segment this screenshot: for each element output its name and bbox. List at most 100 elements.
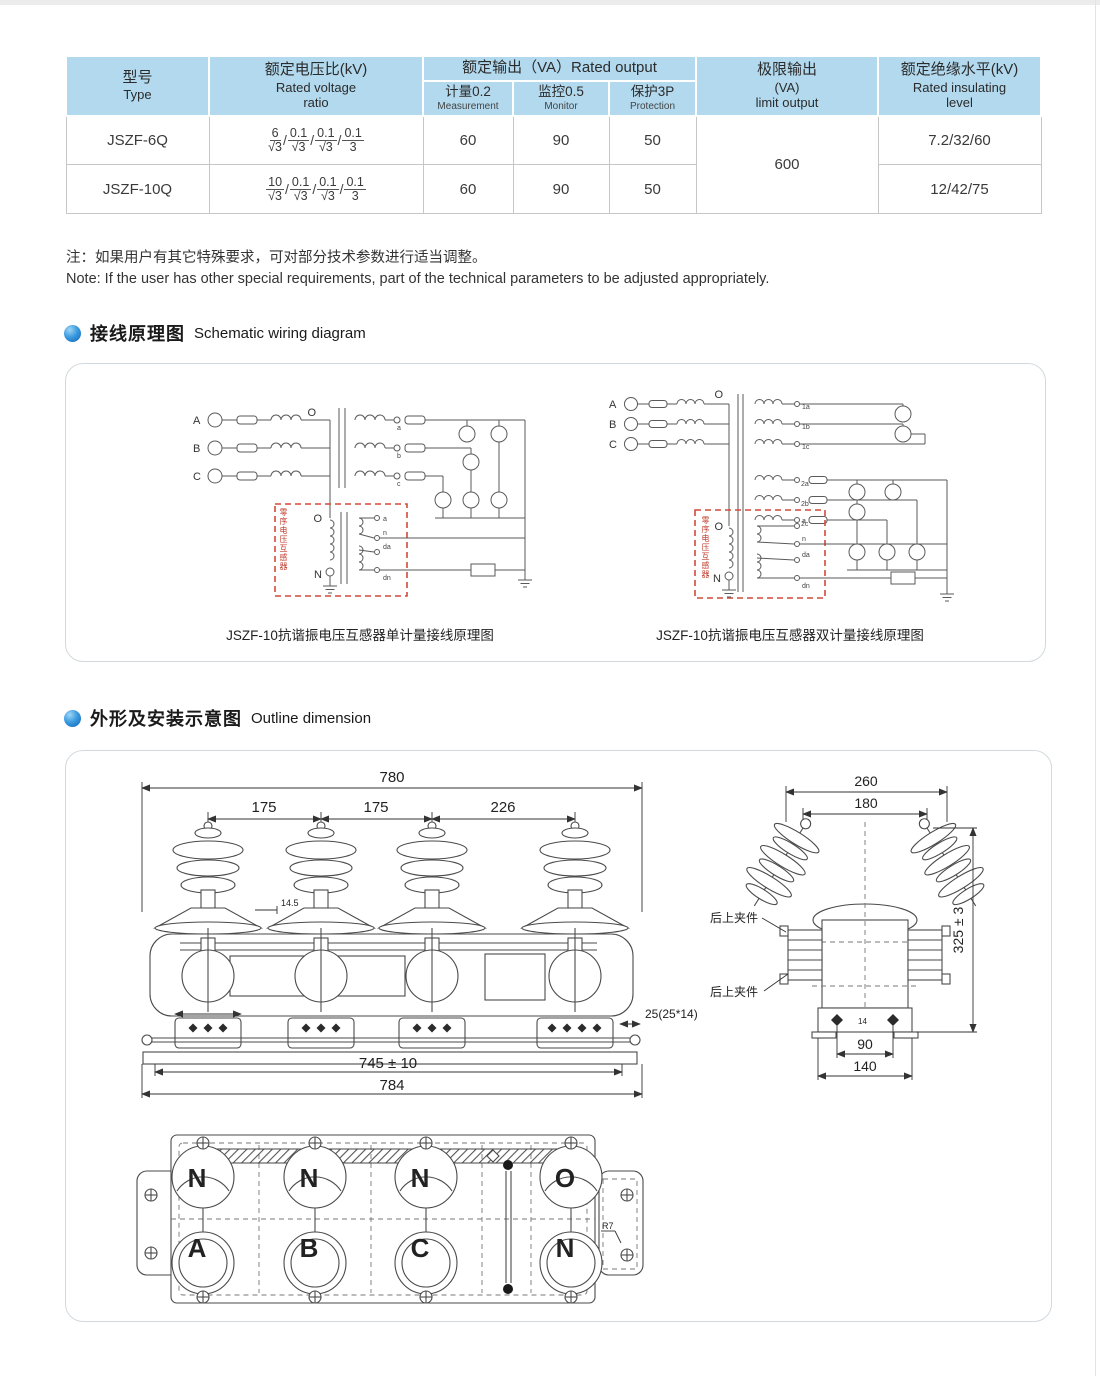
phase-a-label: A [609,399,617,411]
phase-b-label: B [193,443,200,455]
cell-insulating: 12/42/75 [877,164,1042,215]
phase-a-label: A [193,415,201,427]
col-header-limit-output: 极限输出 (VA) limit output [695,55,879,117]
dim-180: 180 [854,795,878,811]
header-type-en: Type [123,87,152,103]
secondary-windings: a b c [354,414,525,488]
damping-resistor [470,563,496,577]
wiring-left-caption: JSZF-10抗谐振电压互感器单计量接线原理图 [226,628,494,643]
header-ratio-zh: 额定电压比(kV) [264,60,368,78]
zero-seq-o-label: O [714,521,723,533]
header-protection-en: Protection [629,100,676,112]
cell-measurement: 60 [422,115,514,166]
terminal-b-label: b [397,453,401,460]
aux-da-label: da [802,552,810,559]
ground-symbol [323,585,337,594]
zero-seq-n-label: N [713,573,721,585]
terminal-box [174,1017,614,1049]
bullet-sphere-icon [64,709,81,727]
ground-symbol [518,579,532,588]
cell-type: JSZF-6Q [65,115,210,166]
frac-num: 0.1 [344,174,366,190]
cell-type: JSZF-10Q [65,164,210,215]
secondary-group-2: 2a 2b 2c [754,475,947,571]
header-output: 额定输出（VA）Rated output [462,59,657,76]
header-limit-en: limit output [755,95,819,111]
page-edge-top [0,0,1100,5]
plan-label-b: B [300,1233,319,1263]
header-limit-zh: 极限输出 [756,60,817,78]
zero-seq-vertical-label: 零序电压互感器 [701,516,710,579]
wiring-diagram-dual-metering: A B C O 1a 1b 1c [609,389,954,602]
spec-table: 型号 Type 额定电压比(kV) Rated voltage ratio 额定… [65,55,1042,215]
base-bolt [887,1014,899,1026]
terminal-1c-label: 1c [802,444,810,451]
header-ratio-en2: ratio [303,95,329,111]
cell-monitor: 90 [512,115,610,166]
wiring-right-caption: JSZF-10抗谐振电压互感器双计量接线原理图 [656,628,924,643]
bullet-sphere-icon [64,324,81,342]
note-en: Note: If the user has other special requ… [66,271,770,287]
phase-c-label: C [609,439,617,451]
primary-phases: A B C [609,397,729,451]
cell-protection: 50 [608,115,697,166]
base-bolt [831,1014,843,1026]
header-measurement-zh: 计量0.2 [445,83,491,99]
col-header-protection: 保护3P Protection [608,79,697,117]
cell-monitor: 90 [512,164,610,215]
terminal-1a-label: 1a [802,404,810,411]
aux-a-label: a [802,518,806,525]
zero-seq-vertical-label: 零序电压互感器 [279,508,288,571]
zero-seq-o-label: O [313,513,322,525]
header-measurement-en: Measurement [437,100,499,112]
table-row: JSZF-10Q 10√30.1√30.1√30.13 60 90 50 12/… [65,164,1042,215]
dim-175b: 175 [363,799,388,816]
phase-c-label: C [193,471,201,483]
section-wiring-en: Schematic wiring diagram [194,324,366,342]
terminal-column [394,1136,458,1304]
plan-label-n1: N [188,1163,207,1193]
terminal-c-label: c [397,481,401,488]
col-header-rated-output: 额定输出（VA）Rated output [422,55,697,82]
frac-num: 10 [266,174,285,190]
cell-ratio: 6√30.1√30.1√30.13 [208,115,424,166]
header-insul-zh: 额定绝缘水平(kV) [900,60,1019,78]
cell-measurement: 60 [422,164,514,215]
header-type-zh: 型号 [122,68,153,86]
outline-front-view: 780 175 175 226 14.5 [141,769,698,1098]
section-outline-zh: 外形及安装示意图 [90,709,242,729]
insulator [731,805,831,921]
wiring-diagram-single-metering: A B C O a b c [193,407,532,597]
plan-label-n3: N [411,1163,430,1193]
frac-den: √3 [318,139,333,154]
outline-side-view: 260 180 后上夹件 后上夹件 14 [710,773,999,1080]
terminal-2c-label: 2c [801,521,809,528]
terminal-2a-label: 2a [801,481,809,488]
table-row: JSZF-6Q 6√30.1√30.1√30.13 60 90 50 600 7… [65,115,1042,215]
aux-n-label: n [383,530,387,537]
frac-num: 0.1 [315,125,337,141]
meters [434,420,525,519]
aux-n-label: n [802,536,806,543]
cell-insulating: 7.2/32/60 [877,115,1042,166]
dim-140: 140 [853,1058,877,1074]
section-wiring-header: 接线原理图 Schematic wiring diagram [64,320,366,346]
section-outline-en: Outline dimension [251,709,372,727]
terminal-1b-label: 1b [802,424,810,431]
zero-sequence-box [274,503,408,597]
plan-label-o: O [555,1163,575,1193]
cell-limit-output: 600 [695,115,879,215]
header-limit-va: (VA) [774,79,800,95]
terminal-column [283,1136,347,1304]
cell-ratio: 10√30.1√30.1√30.13 [208,164,424,215]
aux-da-label: da [383,544,391,551]
frac-num: 0.1 [342,125,364,141]
frac-num: 0.1 [287,125,310,141]
frac-den: √3 [291,139,306,154]
plan-label-n2: N [300,1163,319,1193]
plan-label-c: C [411,1233,430,1263]
dim-14: 14 [858,1017,867,1026]
plan-label-n4: N [556,1233,575,1263]
mounting-bracket-right [598,1170,644,1276]
